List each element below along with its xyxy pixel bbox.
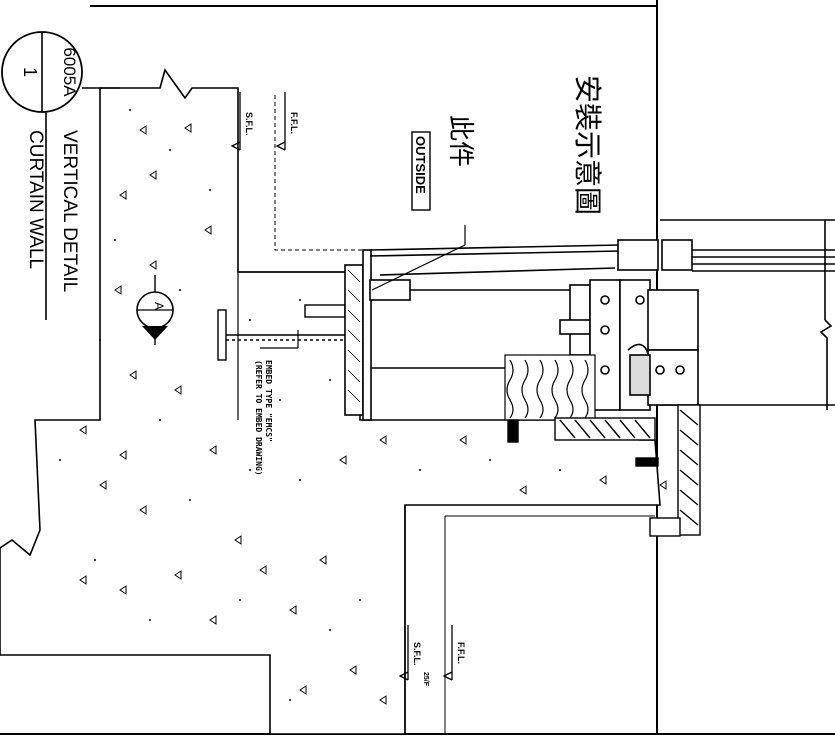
insulation <box>504 354 596 421</box>
section-marker-letter: A <box>152 302 166 310</box>
level-markers <box>230 92 453 681</box>
title-line-1: VERTICAL DETAIL <box>59 130 80 292</box>
sill-block <box>507 404 701 537</box>
lower-sfl-label: S.F.L. <box>412 642 422 666</box>
mullion-profile <box>589 279 699 411</box>
embed-note-line-1: EMBED TYPE "EMCS" <box>264 360 273 442</box>
concrete-dots <box>59 109 561 701</box>
embed-note-line-2: (REFER TO EMBED DRAWING) <box>254 360 263 476</box>
sheet-reference: 6005A <box>60 47 79 97</box>
outside-tag-box <box>411 131 431 211</box>
title-block: 1 6005A VERTICAL DETAIL CURTAIN WALL <box>1 31 120 320</box>
concrete-hatch <box>79 123 667 705</box>
lower-ffl-label: F.F.L. <box>456 642 466 664</box>
section-marker: A <box>136 275 174 345</box>
outside-tag: OUTSIDE <box>413 136 428 194</box>
this-part-label: 此件 <box>446 115 476 167</box>
lower-sfl-dim: 25/F <box>422 672 429 687</box>
title-line-2: CURTAIN WALL <box>25 130 46 269</box>
detail-number: 1 <box>20 67 40 77</box>
install-note: 安裝示意圖 <box>572 75 603 215</box>
level-labels: S.F.L. F.F.L. S.F.L. 25/F F.F.L. <box>244 112 466 687</box>
upper-ffl-label: F.F.L. <box>289 112 299 134</box>
glazing-rails <box>369 219 835 410</box>
leader-lines <box>260 225 466 349</box>
upper-sfl-label: S.F.L. <box>244 112 254 136</box>
notes: 安裝示意圖 此件 OUTSIDE EMBED TYPE "EMCS" (REFE… <box>254 75 603 476</box>
hidden-line <box>274 95 362 251</box>
curtain-wall-bracket <box>344 249 591 421</box>
